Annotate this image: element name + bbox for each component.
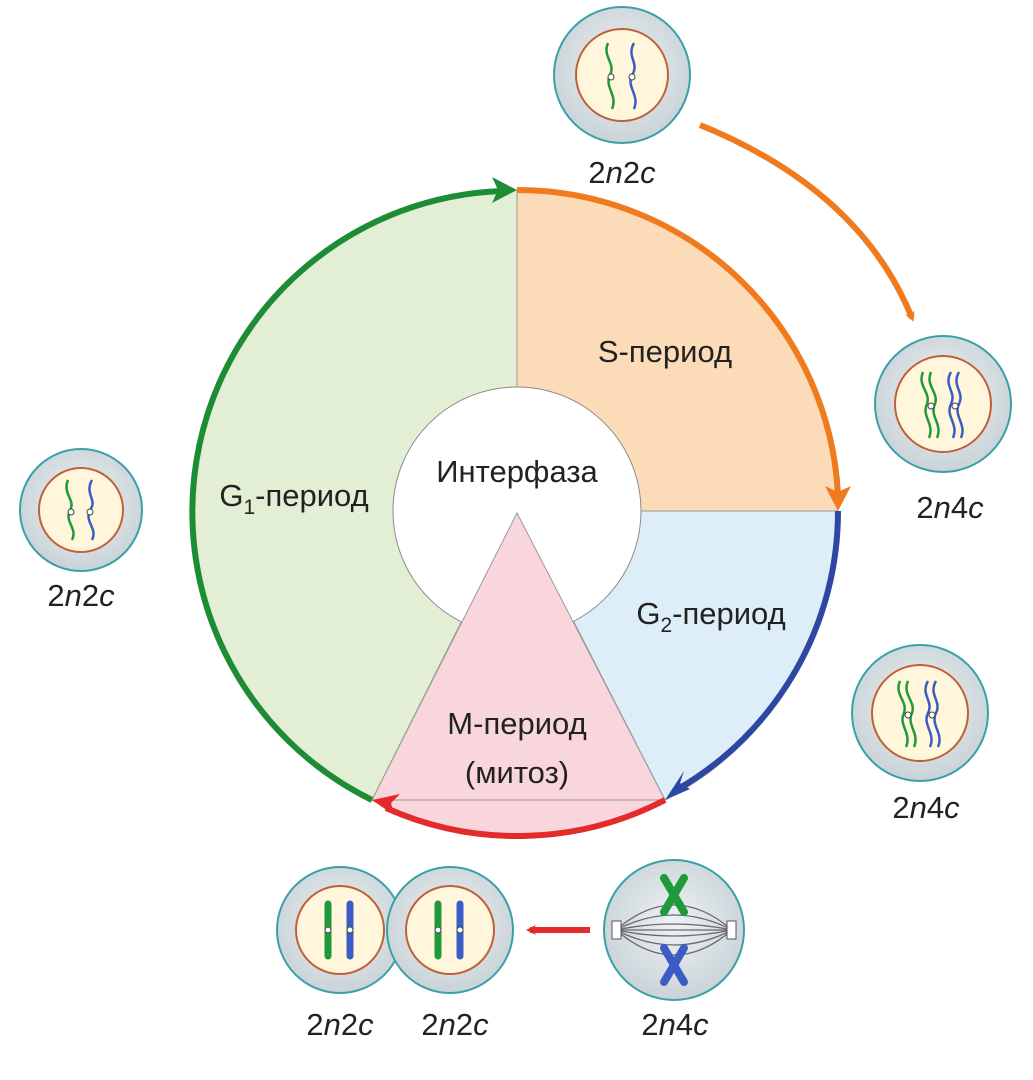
s-arrow <box>516 186 841 496</box>
m-arrow <box>384 797 667 840</box>
ploidy-mitotic: 2n4c <box>641 1007 709 1042</box>
m-phase-sublabel: (митоз) <box>465 755 569 790</box>
ploidy-right-lower: 2n4c <box>892 790 960 825</box>
ploidy-left: 2n2c <box>47 578 115 613</box>
cell-right-lower <box>851 644 989 782</box>
ploidy-top: 2n2c <box>588 155 656 190</box>
g2-arrow <box>676 510 842 792</box>
cell-mitotic <box>603 859 745 1001</box>
ploidy-daughter-left: 2n2c <box>306 1007 374 1042</box>
s-phase-transition-arrow <box>698 122 915 322</box>
g1-arrow <box>189 188 503 803</box>
ploidy-daughter-right: 2n2c <box>421 1007 489 1042</box>
chromosome-pair-replicated <box>897 680 941 748</box>
g1-phase-label: G1-период <box>219 478 368 519</box>
ploidy-right-upper: 2n4c <box>916 490 984 525</box>
cell-top <box>553 6 691 144</box>
chromosome-pair <box>605 42 637 110</box>
chromosome-pair-replicated <box>920 371 964 439</box>
daughter-cell-right <box>386 866 514 994</box>
interphase-label: Интерфаза <box>436 454 598 489</box>
chromosome-pair <box>65 479 95 541</box>
g1-arrowhead <box>492 177 517 203</box>
m-phase-label: M-период <box>447 706 586 741</box>
s-arrowhead <box>825 486 851 511</box>
chromosome-pair-condensed <box>324 900 354 960</box>
cycle-wheel <box>190 189 839 836</box>
m-arrowhead <box>372 794 400 815</box>
chromosome-blue-x <box>660 944 688 986</box>
s-phase-label: S-период <box>598 334 732 369</box>
g2-arrowhead <box>665 771 690 800</box>
chromosome-green-x <box>660 874 688 916</box>
g2-phase-label: G2-период <box>636 596 785 637</box>
rim-arrows <box>189 177 851 840</box>
cell-left <box>19 448 143 572</box>
spindle <box>615 904 733 956</box>
m-triangle <box>371 511 666 801</box>
chromosome-pair-condensed <box>434 900 464 960</box>
cell-right-upper <box>874 335 1012 473</box>
daughter-cells <box>276 866 514 994</box>
daughter-cell-left <box>276 866 404 994</box>
